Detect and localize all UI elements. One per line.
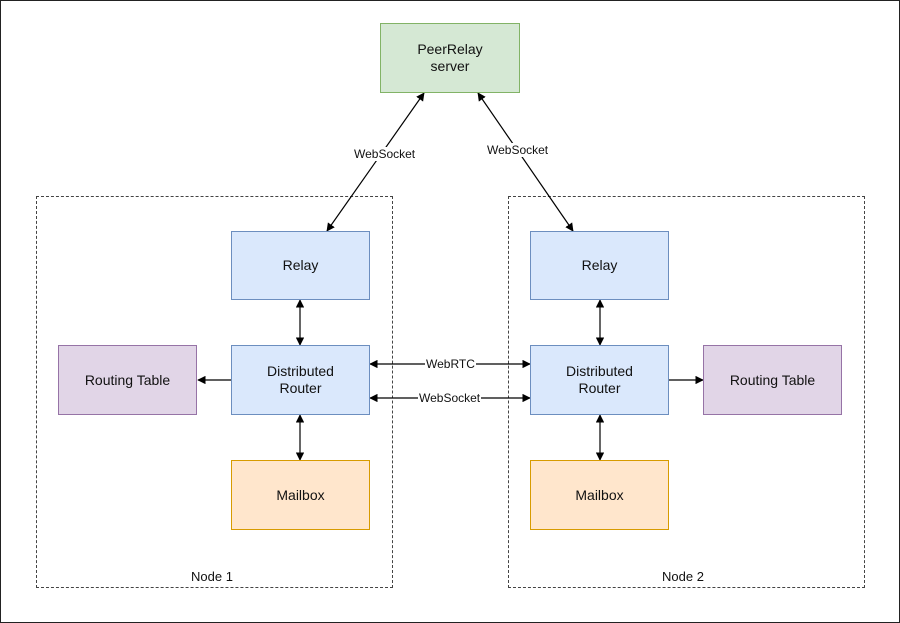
- node-1-group: [36, 196, 393, 588]
- node2-mailbox-box: Mailbox: [530, 460, 669, 530]
- node1-relay-box: Relay: [231, 231, 370, 300]
- server-node2-edge-label: WebSocket: [486, 143, 550, 157]
- node2-relay-box: Relay: [530, 231, 669, 300]
- router-webrtc-edge-label: WebRTC: [425, 357, 476, 371]
- server-node1-connector: [326, 92, 425, 232]
- peerrelay-server-box: PeerRelay server: [380, 23, 520, 93]
- node1-distributed-router-box: Distributed Router: [231, 345, 370, 415]
- server-node2-connector: [477, 92, 574, 232]
- node2-routing-table-box: Routing Table: [703, 345, 842, 415]
- node1-routing-table-box: Routing Table: [58, 345, 197, 415]
- node-1-label: Node 1: [191, 569, 233, 584]
- node1-mailbox-box: Mailbox: [231, 460, 370, 530]
- router-websocket-edge-label: WebSocket: [418, 391, 482, 405]
- server-node1-edge-label: WebSocket: [353, 147, 417, 161]
- node2-distributed-router-box: Distributed Router: [530, 345, 669, 415]
- node-2-group: [508, 196, 865, 588]
- node-2-label: Node 2: [662, 569, 704, 584]
